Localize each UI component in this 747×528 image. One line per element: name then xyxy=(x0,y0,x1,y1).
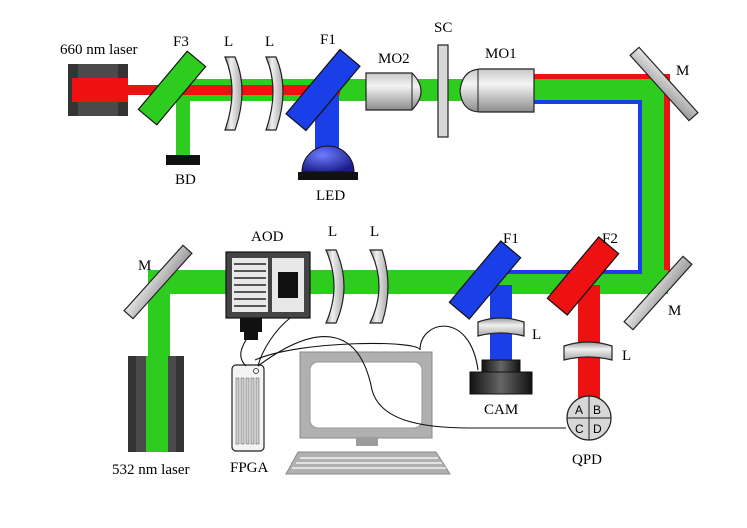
label-l3: L xyxy=(328,224,337,240)
label-bd: BD xyxy=(175,172,196,188)
objective-mo1 xyxy=(459,68,535,113)
mirror-top-right xyxy=(629,46,699,122)
qpd-quadrant-d: D xyxy=(593,422,602,436)
lens-l3 xyxy=(325,249,345,324)
label-l-cam: L xyxy=(532,327,541,343)
beam-dump xyxy=(166,155,200,165)
label-l2: L xyxy=(265,34,274,50)
label-mo2: MO2 xyxy=(378,51,410,67)
filter-f3 xyxy=(137,50,207,126)
label-aod: AOD xyxy=(251,229,284,245)
green-beam-top-right xyxy=(530,79,648,101)
label-f3: F3 xyxy=(173,34,189,50)
label-532nm-laser: 532 nm laser xyxy=(112,462,189,478)
red-beam-right-vertical xyxy=(664,74,670,287)
objective-mo2 xyxy=(365,72,422,111)
led xyxy=(298,145,358,180)
blue-beam-right-vertical xyxy=(638,100,642,274)
label-m-top: M xyxy=(676,63,689,79)
label-sc: SC xyxy=(434,20,452,36)
lens-l4 xyxy=(369,249,389,324)
qpd-quadrant-b: B xyxy=(593,403,601,417)
label-f2: F2 xyxy=(602,231,618,247)
label-f1-top: F1 xyxy=(320,32,336,48)
sample-chamber xyxy=(437,44,449,138)
filter-f1-bottom xyxy=(448,240,522,320)
label-mo1: MO1 xyxy=(485,46,517,62)
lens-l1 xyxy=(224,56,243,131)
filter-f2 xyxy=(546,236,620,316)
green-beam-left-vertical xyxy=(148,280,170,360)
label-l-qpd: L xyxy=(622,348,631,364)
lens-qpd xyxy=(563,341,613,361)
blue-beam-thin-top xyxy=(530,100,642,104)
label-660nm-laser: 660 nm laser xyxy=(60,42,137,58)
label-cam: CAM xyxy=(484,402,518,418)
label-l1: L xyxy=(224,34,233,50)
green-beam-to-bd xyxy=(176,95,190,157)
red-beam-thin-top xyxy=(530,74,666,80)
blue-beam-thin-bottom xyxy=(486,270,642,274)
lens-l2 xyxy=(265,56,284,131)
mirror-bottom-right xyxy=(623,255,693,331)
qpd: A B C D xyxy=(566,395,612,441)
camera xyxy=(469,359,533,395)
label-m-left: M xyxy=(138,258,151,274)
aod xyxy=(225,251,311,340)
label-l4: L xyxy=(370,224,379,240)
fpga-board xyxy=(231,364,265,452)
label-m-right: M xyxy=(668,303,681,319)
laser-532nm xyxy=(128,356,184,452)
label-f1-bottom: F1 xyxy=(503,231,519,247)
computer xyxy=(285,351,451,475)
laser-660nm xyxy=(68,64,128,116)
qpd-quadrant-a: A xyxy=(575,403,583,417)
mirror-bottom-left xyxy=(123,244,193,320)
label-led: LED xyxy=(316,188,345,204)
label-fpga: FPGA xyxy=(230,460,269,476)
red-beam-top xyxy=(110,85,340,95)
label-qpd: QPD xyxy=(572,452,602,468)
lens-cam xyxy=(477,317,525,337)
qpd-quadrant-c: C xyxy=(575,422,584,436)
cables xyxy=(240,317,566,429)
filter-f1-top xyxy=(285,48,361,132)
